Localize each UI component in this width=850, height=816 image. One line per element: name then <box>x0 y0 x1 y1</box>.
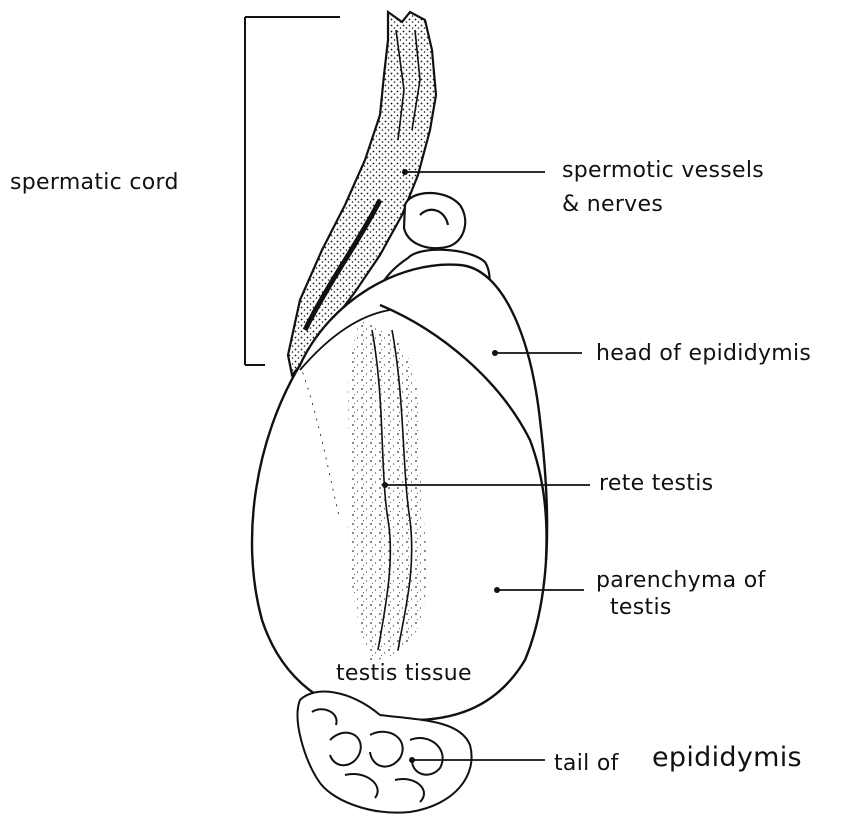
label-parenchyma-line2: testis <box>610 595 672 621</box>
label-tail-of-epididymis-prefix: tail of <box>554 751 619 777</box>
label-tail-of-epididymis-suffix: epididymis <box>652 745 802 771</box>
label-rete-testis: rete testis <box>599 471 713 497</box>
label-spermatic-vessels-line1: spermotic vessels <box>562 158 764 184</box>
label-testis-tissue: testis tissue <box>336 661 472 687</box>
label-head-of-epididymis: head of epididymis <box>596 341 811 367</box>
label-spermatic-vessels-line2: & nerves <box>562 192 663 218</box>
label-parenchyma-line1: parenchyma of <box>596 568 766 594</box>
label-spermatic-cord: spermatic cord <box>10 170 179 196</box>
